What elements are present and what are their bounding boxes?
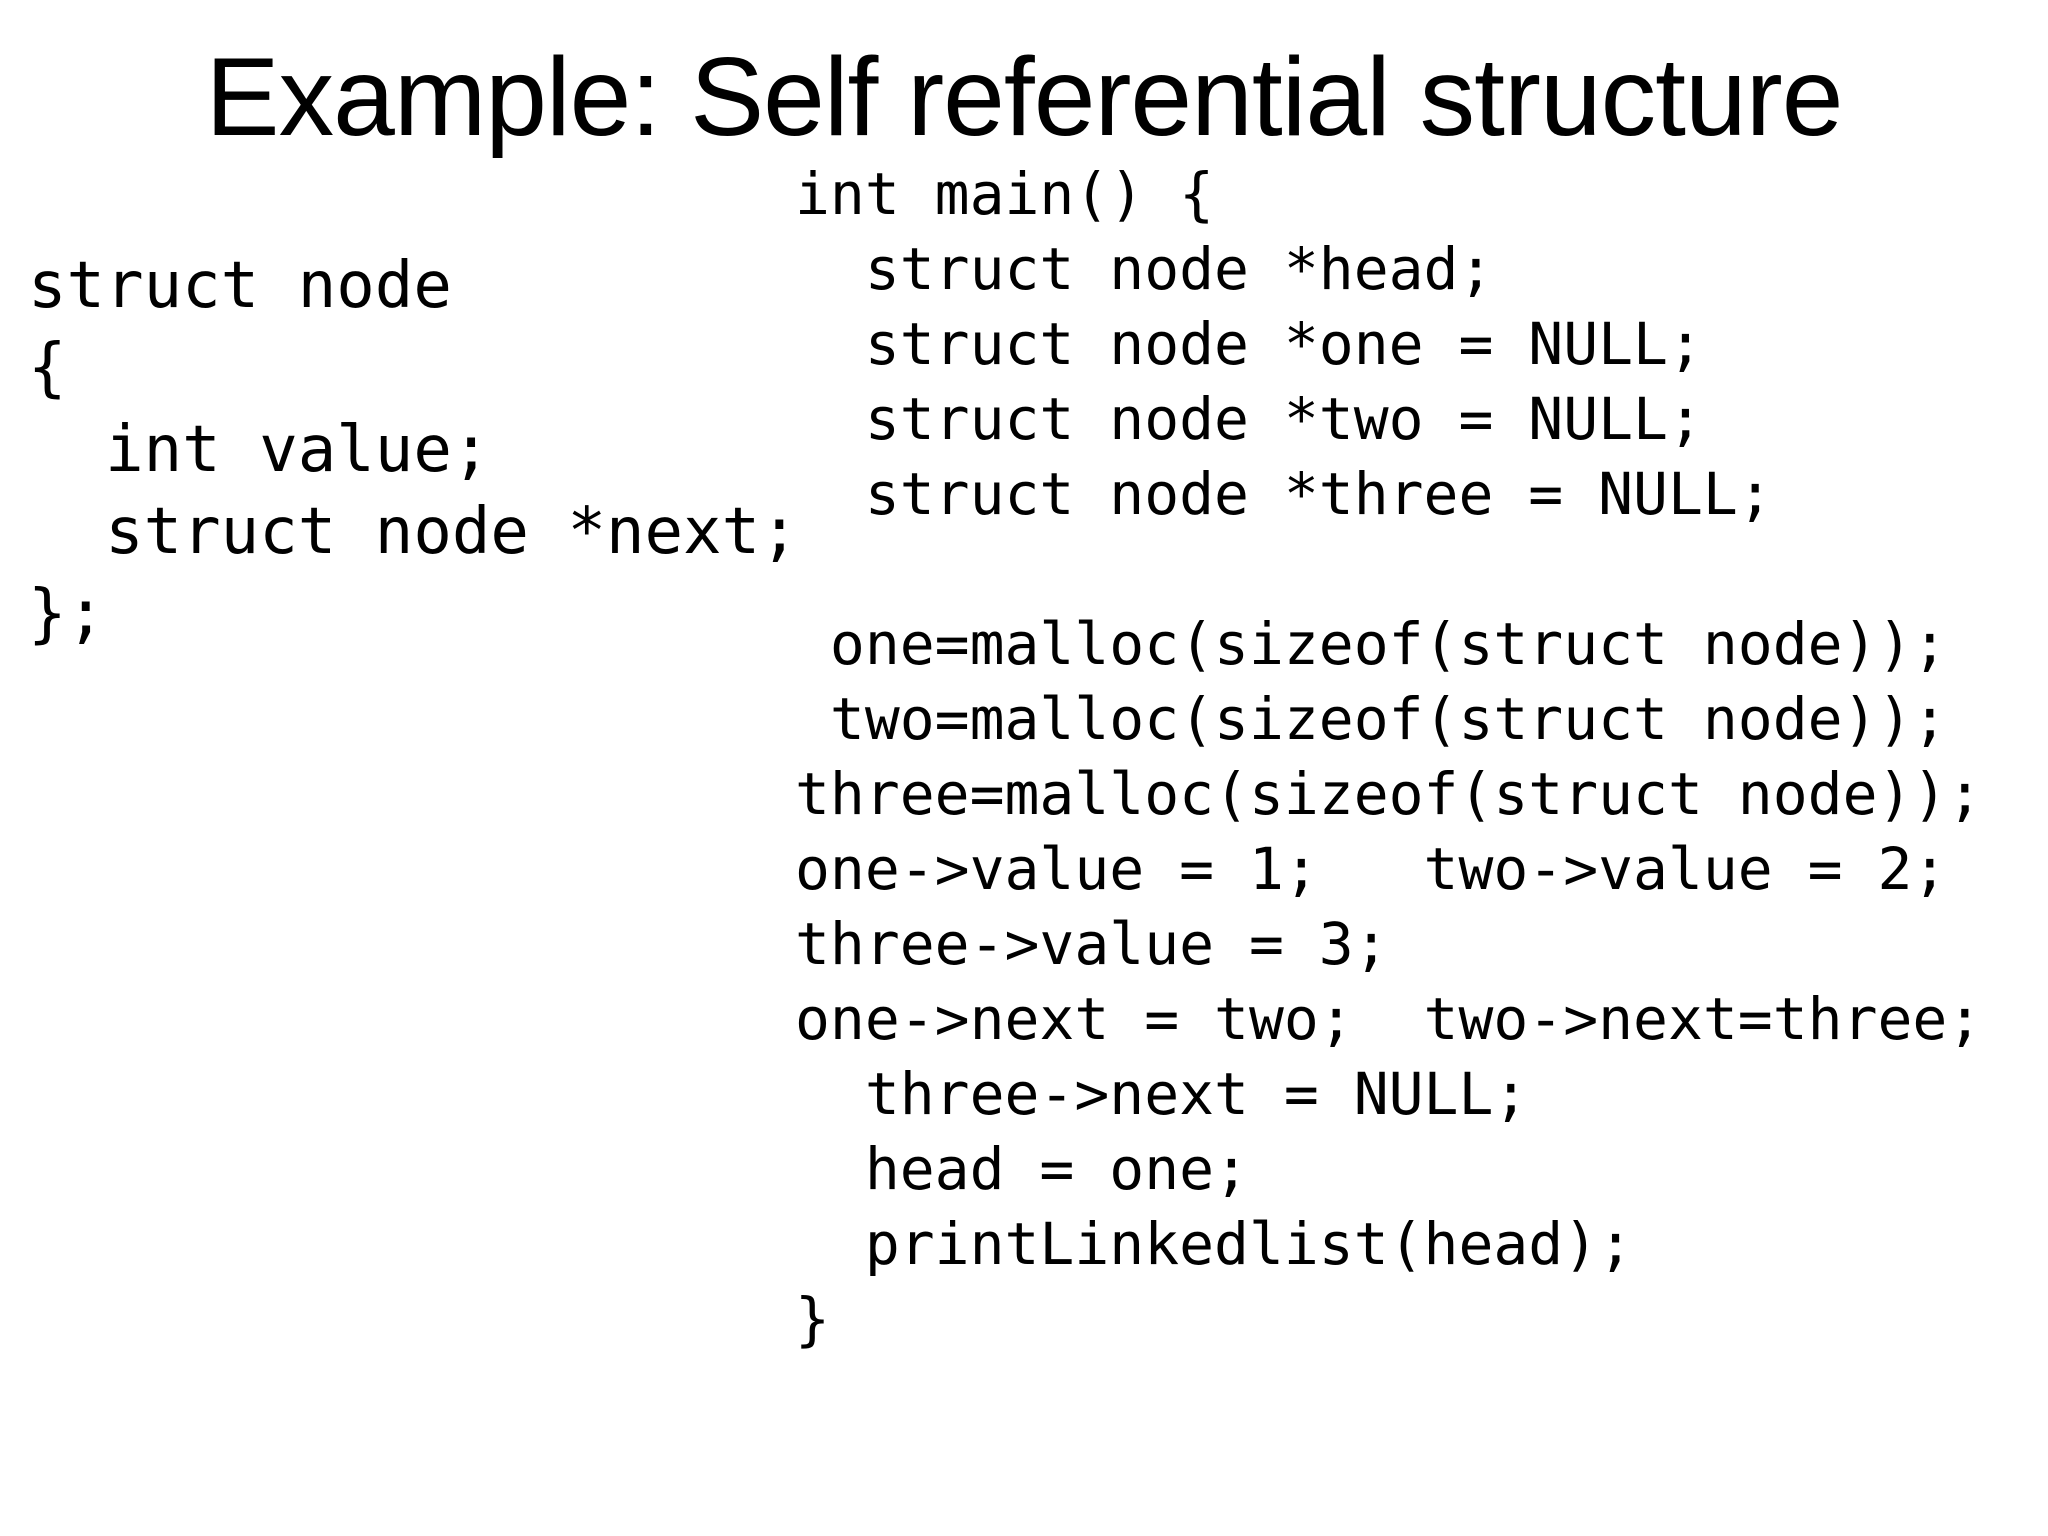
struct-definition-code: struct node { int value; struct node *ne… (28, 249, 799, 651)
main-function-code: int main() { struct node *head; struct n… (795, 160, 1983, 1353)
slide-title: Example: Self referential structure (205, 35, 1844, 159)
